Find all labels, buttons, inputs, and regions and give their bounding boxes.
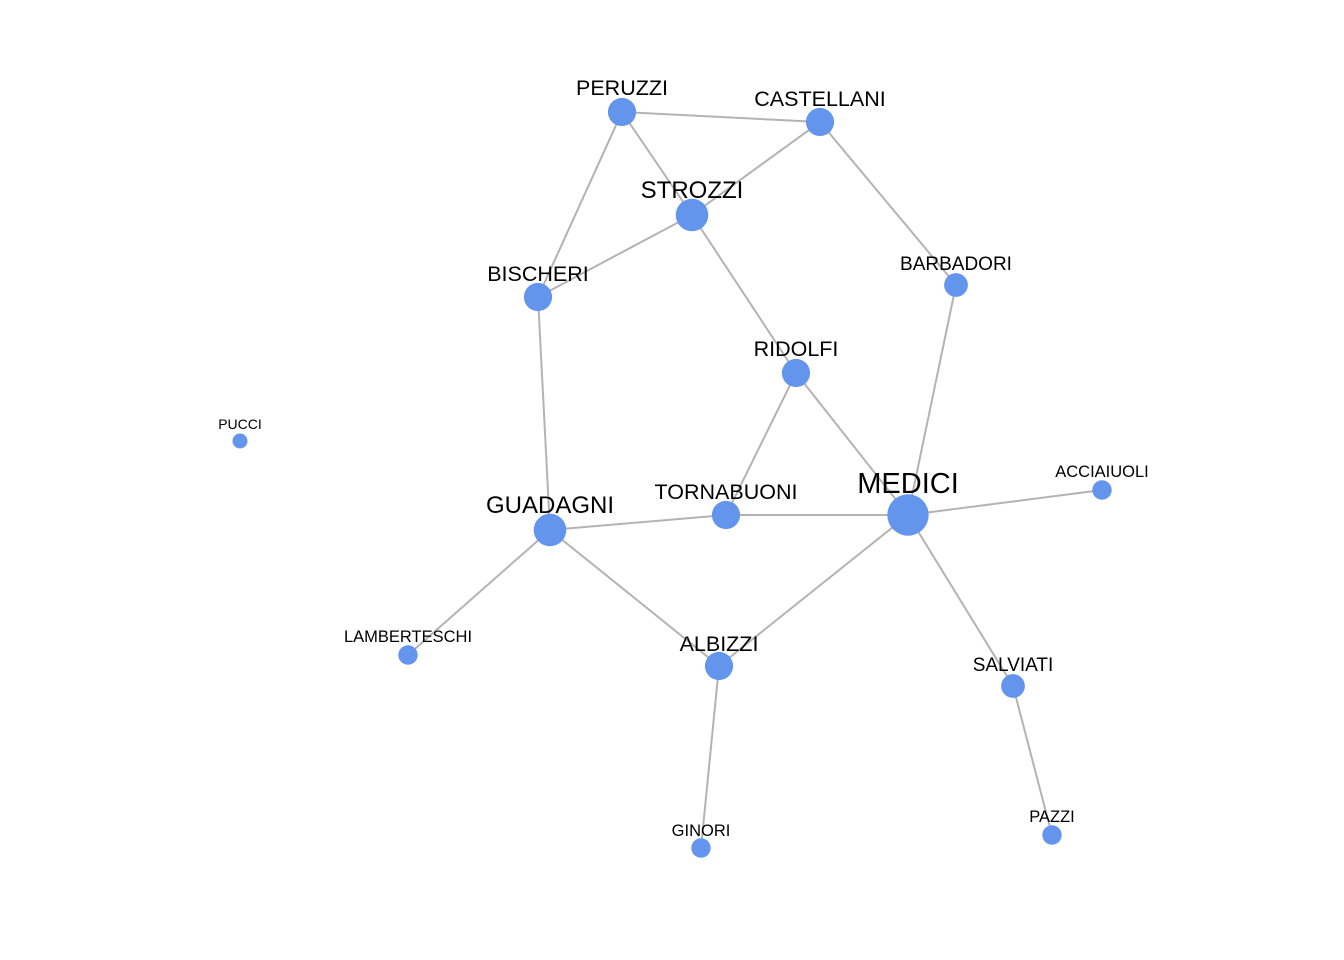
node-label-acciaiuoli: ACCIAIUOLI — [1055, 463, 1149, 481]
node-guadagni — [533, 513, 567, 547]
edge-layer — [407, 111, 1103, 849]
edge-guadagni-lamberteschi — [407, 529, 551, 656]
edge-castellani-barbadori — [819, 121, 957, 286]
node-pucci — [232, 433, 248, 449]
node-medici — [887, 494, 929, 536]
node-label-pazzi: PAZZI — [1029, 808, 1075, 826]
node-pazzi — [1042, 825, 1062, 845]
node-label-guadagni: GUADAGNI — [486, 492, 614, 519]
node-label-ridolfi: RIDOLFI — [754, 337, 839, 361]
edge-peruzzi-strozzi — [621, 111, 693, 216]
node-peruzzi — [607, 97, 637, 127]
edge-bischeri-guadagni — [537, 296, 551, 531]
edge-guadagni-albizzi — [549, 529, 720, 667]
node-strozzi — [675, 198, 709, 232]
node-lamberteschi — [398, 645, 418, 665]
node-label-albizzi: ALBIZZI — [680, 632, 759, 656]
edge-strozzi-ridolfi — [691, 214, 797, 374]
node-salviati — [1001, 674, 1025, 698]
node-label-bischeri: BISCHERI — [487, 262, 589, 286]
node-label-salviati: SALVIATI — [973, 655, 1054, 676]
edge-medici-acciaiuoli — [907, 489, 1103, 516]
node-acciaiuoli — [1092, 480, 1112, 500]
node-castellani — [805, 107, 835, 137]
node-label-lamberteschi: LAMBERTESCHI — [344, 628, 472, 646]
node-albizzi — [704, 651, 734, 681]
edge-ridolfi-medici — [795, 372, 909, 516]
edge-peruzzi-castellani — [621, 111, 821, 123]
edge-albizzi-ginori — [700, 665, 720, 849]
node-label-barbadori: BARBADORI — [900, 254, 1012, 275]
node-label-ginori: GINORI — [672, 822, 731, 840]
edge-tornabuoni-guadagni — [549, 514, 727, 531]
edge-ridolfi-tornabuoni — [725, 372, 797, 516]
edge-peruzzi-bischeri — [537, 111, 623, 298]
node-label-tornabuoni: TORNABUONI — [655, 480, 798, 504]
node-label-medici: MEDICI — [857, 468, 959, 500]
node-label-strozzi: STROZZI — [641, 177, 744, 204]
node-layer — [232, 97, 1112, 858]
label-layer: PERUZZI CASTELLANI STROZZI BISCHERI BARBADOR… — [218, 76, 1149, 840]
edge-medici-salviati — [907, 514, 1014, 687]
node-ridolfi — [781, 358, 811, 388]
edge-strozzi-bischeri — [537, 214, 693, 298]
edge-barbadori-medici — [907, 284, 957, 516]
edge-castellani-strozzi — [691, 121, 821, 216]
node-label-peruzzi: PERUZZI — [576, 76, 668, 100]
node-bischeri — [523, 282, 553, 312]
edge-medici-albizzi — [718, 514, 909, 667]
node-barbadori — [944, 273, 968, 297]
node-label-pucci: PUCCI — [218, 416, 262, 432]
node-label-castellani: CASTELLANI — [754, 87, 885, 111]
node-tornabuoni — [711, 500, 741, 530]
node-ginori — [691, 838, 711, 858]
edge-salviati-pazzi — [1012, 685, 1053, 836]
